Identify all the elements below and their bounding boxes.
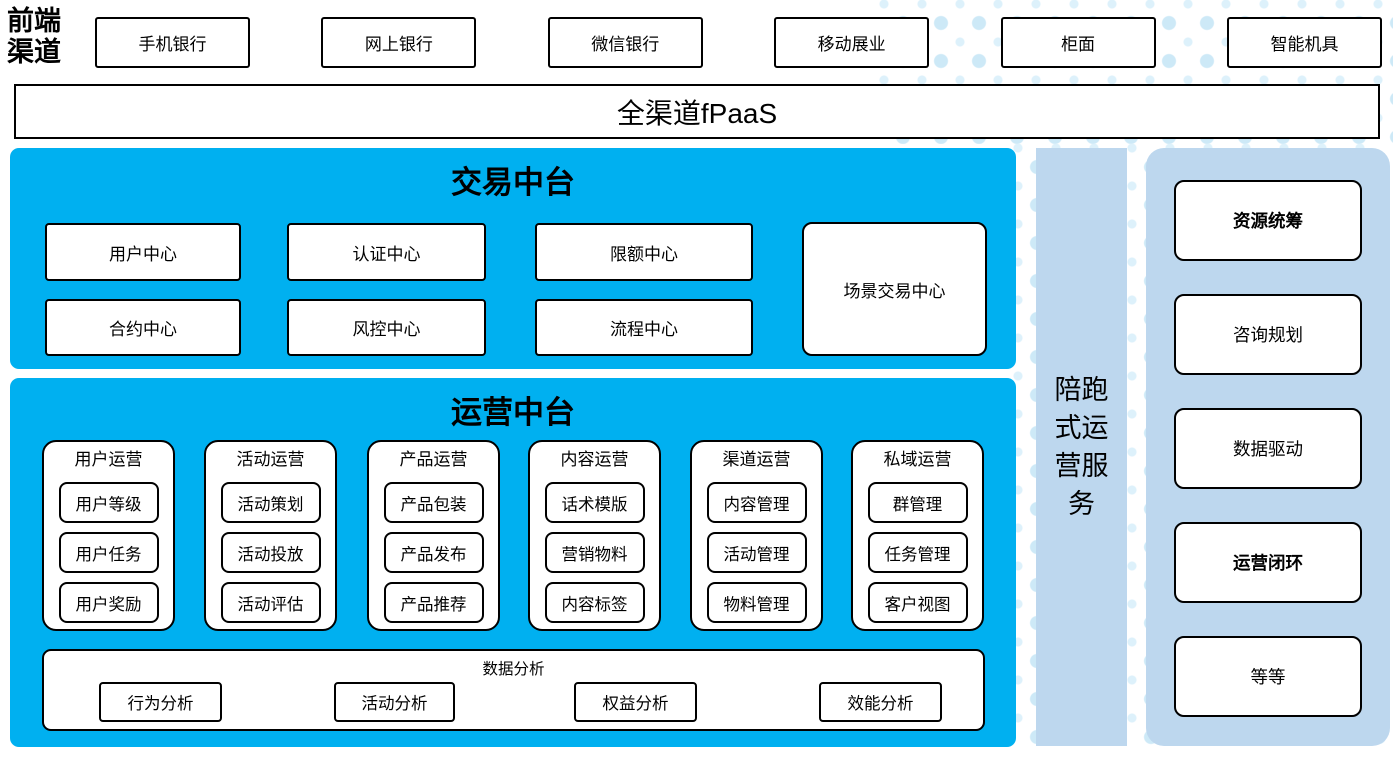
group-title: 渠道运营	[722, 450, 791, 469]
group-title: 内容运营	[560, 450, 629, 469]
channel-box-mobile-banking: 手机银行	[95, 17, 250, 68]
box-consulting-planning: 咨询规划	[1174, 294, 1362, 375]
group-content-operations: 内容运营 话术模版 营销物料 内容标签	[528, 440, 661, 631]
box-risk-center: 风控中心	[287, 299, 486, 356]
channel-box-wechat-banking: 微信银行	[547, 17, 703, 68]
group-title: 私域运营	[883, 450, 952, 469]
companion-service-label: 陪跑式运营服务	[1054, 375, 1109, 519]
group-user-operations: 用户运营 用户等级 用户任务 用户奖励	[42, 440, 175, 631]
group-private-domain-operations: 私域运营 群管理 任务管理 客户视图	[851, 440, 984, 631]
group-item: 活动策划	[220, 482, 321, 523]
box-auth-center: 认证中心	[287, 223, 486, 281]
group-item: 产品推荐	[383, 582, 484, 623]
group-item: 产品发布	[383, 532, 484, 573]
group-activity-operations: 活动运营 活动策划 活动投放 活动评估	[204, 440, 337, 631]
data-analysis-strip: 数据分析 行为分析 活动分析 权益分析 效能分析	[42, 649, 985, 731]
box-resource-coordination: 资源统筹	[1174, 180, 1362, 261]
group-title: 用户运营	[74, 450, 143, 469]
companion-service-bar: 陪跑式运营服务	[1036, 148, 1127, 746]
group-title: 活动运营	[236, 450, 305, 469]
group-item: 客户视图	[867, 582, 968, 623]
group-item: 用户奖励	[58, 582, 159, 623]
group-item: 内容管理	[706, 482, 807, 523]
group-channel-operations: 渠道运营 内容管理 活动管理 物料管理	[690, 440, 823, 631]
fpaas-bar: 全渠道fPaaS	[14, 84, 1380, 139]
channel-box-mobile-sales: 移动展业	[774, 17, 930, 68]
group-item: 群管理	[867, 482, 968, 523]
box-operations-closed-loop: 运营闭环	[1174, 522, 1362, 603]
service-items-column: 资源统筹 咨询规划 数据驱动 运营闭环 等等	[1146, 148, 1390, 746]
box-etc: 等等	[1174, 636, 1362, 717]
box-user-center: 用户中心	[45, 223, 241, 281]
operations-platform-title: 运营中台	[451, 395, 575, 430]
group-title: 产品运营	[399, 450, 468, 469]
transaction-platform-panel: 交易中台 用户中心 认证中心 限额中心 合约中心 风控中心 流程中心 场景交易中…	[10, 148, 1016, 369]
group-item: 任务管理	[867, 532, 968, 573]
front-channels-label: 前端渠道	[7, 6, 61, 67]
box-process-center: 流程中心	[535, 299, 753, 356]
box-efficiency-analysis: 效能分析	[819, 682, 942, 722]
box-behavior-analysis: 行为分析	[99, 682, 222, 722]
group-product-operations: 产品运营 产品包装 产品发布 产品推荐	[367, 440, 500, 631]
group-item: 活动管理	[706, 532, 807, 573]
group-item: 话术模版	[544, 482, 645, 523]
group-item: 用户任务	[58, 532, 159, 573]
box-contract-center: 合约中心	[45, 299, 241, 356]
box-data-driven: 数据驱动	[1174, 408, 1362, 489]
channel-box-smart-devices: 智能机具	[1226, 17, 1382, 68]
transaction-platform-title: 交易中台	[451, 165, 575, 200]
group-item: 营销物料	[544, 532, 645, 573]
group-item: 内容标签	[544, 582, 645, 623]
operations-platform-panel: 运营中台 用户运营 用户等级 用户任务 用户奖励 活动运营 活动策划 活动投放 …	[10, 378, 1016, 747]
group-item: 用户等级	[58, 482, 159, 523]
box-limit-center: 限额中心	[535, 223, 753, 281]
group-item: 产品包装	[383, 482, 484, 523]
channel-box-online-banking: 网上银行	[321, 17, 477, 68]
group-item: 活动投放	[220, 532, 321, 573]
front-channels-row: 手机银行 网上银行 微信银行 移动展业 柜面 智能机具	[95, 17, 1382, 68]
group-item: 活动评估	[220, 582, 321, 623]
channel-box-counter: 柜面	[1000, 17, 1156, 68]
data-analysis-title: 数据分析	[482, 661, 545, 678]
box-scenario-transaction-center: 场景交易中心	[802, 222, 987, 356]
group-item: 物料管理	[706, 582, 807, 623]
box-benefit-analysis: 权益分析	[574, 682, 697, 722]
box-activity-analysis: 活动分析	[334, 682, 455, 722]
